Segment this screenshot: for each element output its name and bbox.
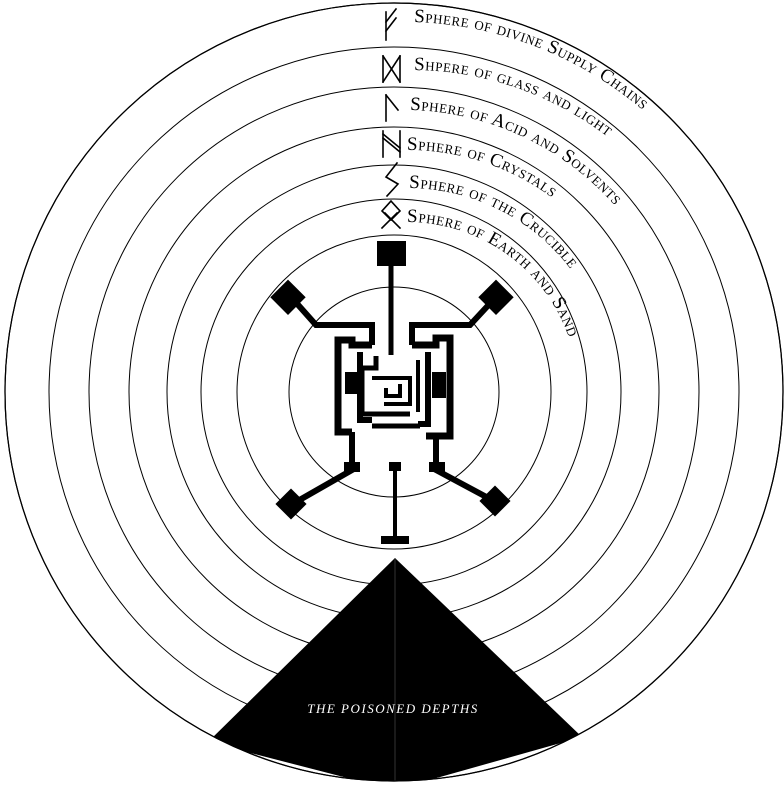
glyph-left-block — [345, 372, 359, 394]
glyph-top-square — [377, 241, 406, 266]
glyph-bottom-bar — [381, 536, 409, 544]
glyph-left-frame — [334, 336, 372, 436]
glyph-maze-core — [384, 384, 402, 398]
outer-rim — [4, 2, 784, 782]
glyph-bottom-cap — [389, 462, 401, 471]
glyph-arm-upper-right — [409, 295, 498, 345]
glyph-maze-inner — [372, 376, 412, 406]
sowilo-rune-icon — [384, 161, 400, 198]
laguz-rune-icon — [384, 93, 400, 122]
glyph-arm-upper-left — [289, 296, 375, 345]
central-glyph — [270, 241, 514, 544]
glyph-diamond-lower-left — [275, 488, 307, 520]
glyph-diamond-upper-left — [270, 279, 306, 315]
dagaz-rune-icon — [381, 54, 402, 84]
glyph-maze-outer — [359, 356, 410, 417]
glyph-right-inner — [418, 352, 431, 427]
glyph-right-block — [432, 372, 446, 398]
glyph-right-frame — [412, 334, 454, 440]
feoh-rune-icon — [384, 7, 398, 41]
othala-rune-icon — [380, 199, 402, 230]
glyph-foot-left-tab — [344, 462, 360, 472]
glyph-diamond-lower-right — [479, 485, 511, 517]
hagalaz-rune-icon — [381, 130, 402, 158]
ring-6 — [236, 234, 552, 550]
glyph-diamond-upper-right — [478, 279, 514, 315]
depths-label: THE POISONED DEPTHS — [307, 701, 479, 716]
rune-column — [380, 7, 402, 230]
glyph-foot-right-tab — [429, 462, 445, 472]
poisoned-depths: THE POISONED DEPTHS — [208, 558, 582, 781]
